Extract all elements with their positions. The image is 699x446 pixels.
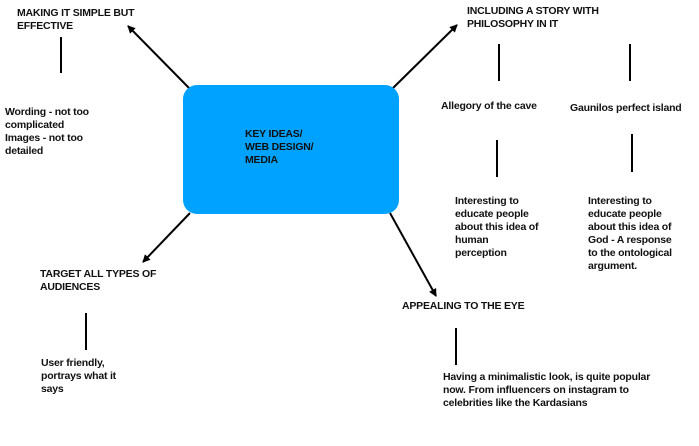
arrow-to-audiences	[142, 212, 191, 263]
story-child-allegory-title: Allegory of the cave	[441, 100, 537, 112]
branch-audiences-note: User friendly, portrays what it says	[41, 357, 116, 395]
arrow-to-eye	[389, 212, 437, 297]
story-child-gaunilo-note: Interesting to educate people about this…	[588, 195, 672, 272]
central-node-label: KEY IDEAS/ WEB DESIGN/ MEDIA	[245, 128, 314, 166]
branch-simple-note: Wording - not too complicated Images - n…	[5, 106, 89, 157]
branch-eye-title: APPEALING TO THE EYE	[402, 300, 525, 312]
branch-audiences-title: TARGET ALL TYPES OF AUDIENCES	[40, 268, 157, 293]
central-node	[183, 85, 399, 214]
branch-simple-title: MAKING IT SIMPLE BUT EFFECTIVE	[17, 7, 135, 32]
branch-story-title: INCLUDING A STORY WITH PHILOSOPHY IN IT	[467, 5, 599, 30]
arrow-to-story	[392, 24, 458, 89]
story-child-gaunilo-title: Gaunilos perfect island	[570, 102, 682, 114]
arrow-to-simple	[127, 25, 190, 89]
branch-eye-note: Having a minimalistic look, is quite pop…	[443, 371, 651, 409]
story-child-allegory-note: Interesting to educate people about this…	[455, 195, 539, 259]
